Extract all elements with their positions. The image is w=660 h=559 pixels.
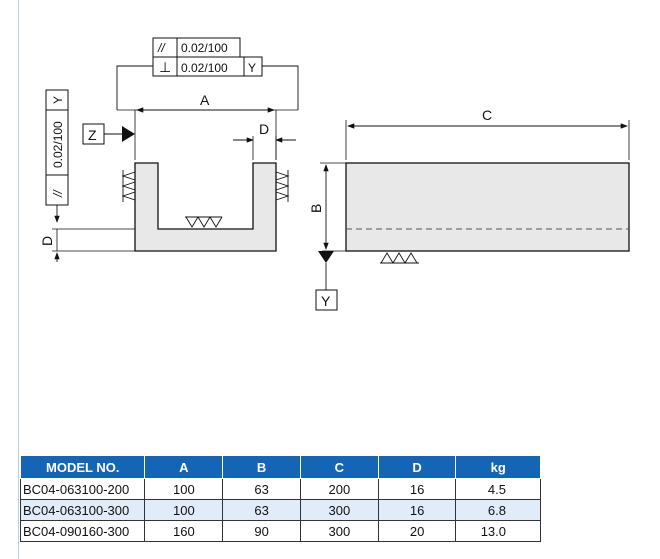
cell-b: 90 xyxy=(222,520,301,542)
cell-a: 160 xyxy=(144,520,224,542)
side-parallel-symbol: // xyxy=(51,189,65,198)
page-edge-rule xyxy=(18,0,19,559)
datum-z-label: Z xyxy=(88,127,97,143)
col-a-header: A xyxy=(144,455,224,479)
cell-d: 16 xyxy=(377,478,457,500)
cell-c: 200 xyxy=(299,478,379,500)
datum-y-triangle xyxy=(318,251,334,263)
col-c-header: C xyxy=(299,455,379,479)
surface-finish-bottom xyxy=(380,252,419,264)
table-header-row: MODEL NO. A B C D kg xyxy=(19,455,541,479)
cell-d: 20 xyxy=(377,520,457,542)
col-kg-header: kg xyxy=(455,455,541,479)
perpendicular-symbol: ⊥ xyxy=(159,59,171,75)
side-datum-ref: Y xyxy=(51,96,65,104)
cell-d: 16 xyxy=(377,499,457,521)
datum-z-triangle xyxy=(122,126,135,142)
cell-a: 100 xyxy=(144,478,224,500)
table-row: BC04-063100-200 100 63 200 16 4.5 xyxy=(19,478,541,500)
cell-model: BC04-063100-300 xyxy=(19,499,146,521)
perpendicular-tolerance-value: 0.02/100 xyxy=(181,61,228,75)
cell-model: BC04-063100-200 xyxy=(19,478,146,500)
cell-kg: 13.0 xyxy=(455,520,541,542)
table-row: BC04-090160-300 160 90 300 20 13.0 xyxy=(19,520,541,542)
cell-kg: 4.5 xyxy=(455,478,541,500)
parallel-tolerance-value: 0.02/100 xyxy=(181,41,228,55)
cell-b: 63 xyxy=(222,499,301,521)
dimension-c-label: C xyxy=(482,107,492,123)
technical-drawing: // 0.02/100 ⊥ 0.02/100 Y A Z D xyxy=(39,37,630,311)
parallel-tolerance-frame-side: Y 0.02/100 // xyxy=(45,89,69,206)
datum-y-label: Y xyxy=(321,293,331,309)
u-channel-body xyxy=(134,162,277,252)
col-model-header: MODEL NO. xyxy=(19,455,146,479)
parallel-tolerance-frame-top: // 0.02/100 xyxy=(152,37,241,58)
perpendicular-tolerance-frame: ⊥ 0.02/100 Y xyxy=(152,56,263,77)
surface-finish-left xyxy=(121,170,136,202)
side-view-body xyxy=(345,162,630,252)
cell-model: BC04-090160-300 xyxy=(19,520,146,542)
parallel-symbol: // xyxy=(157,41,166,55)
cell-kg: 6.8 xyxy=(455,499,541,521)
surface-finish-channel xyxy=(185,216,223,228)
dimension-a-label: A xyxy=(200,92,210,108)
col-d-header: D xyxy=(377,455,457,479)
cell-b: 63 xyxy=(222,478,301,500)
dimension-d-side-label: D xyxy=(39,236,55,246)
side-parallel-tolerance-value: 0.02/100 xyxy=(51,121,65,168)
surface-finish-right xyxy=(275,170,290,202)
table-row: BC04-063100-300 100 63 300 16 6.8 xyxy=(19,499,541,521)
dimension-b-label: B xyxy=(308,204,324,213)
cell-a: 100 xyxy=(144,499,224,521)
cell-c: 300 xyxy=(299,520,379,542)
cell-c: 300 xyxy=(299,499,379,521)
perpendicular-datum-ref: Y xyxy=(248,61,256,75)
spec-table: MODEL NO. A B C D kg BC04-063100-200 100… xyxy=(19,455,541,542)
dimension-d-top-label: D xyxy=(259,121,269,137)
col-b-header: B xyxy=(222,455,301,479)
